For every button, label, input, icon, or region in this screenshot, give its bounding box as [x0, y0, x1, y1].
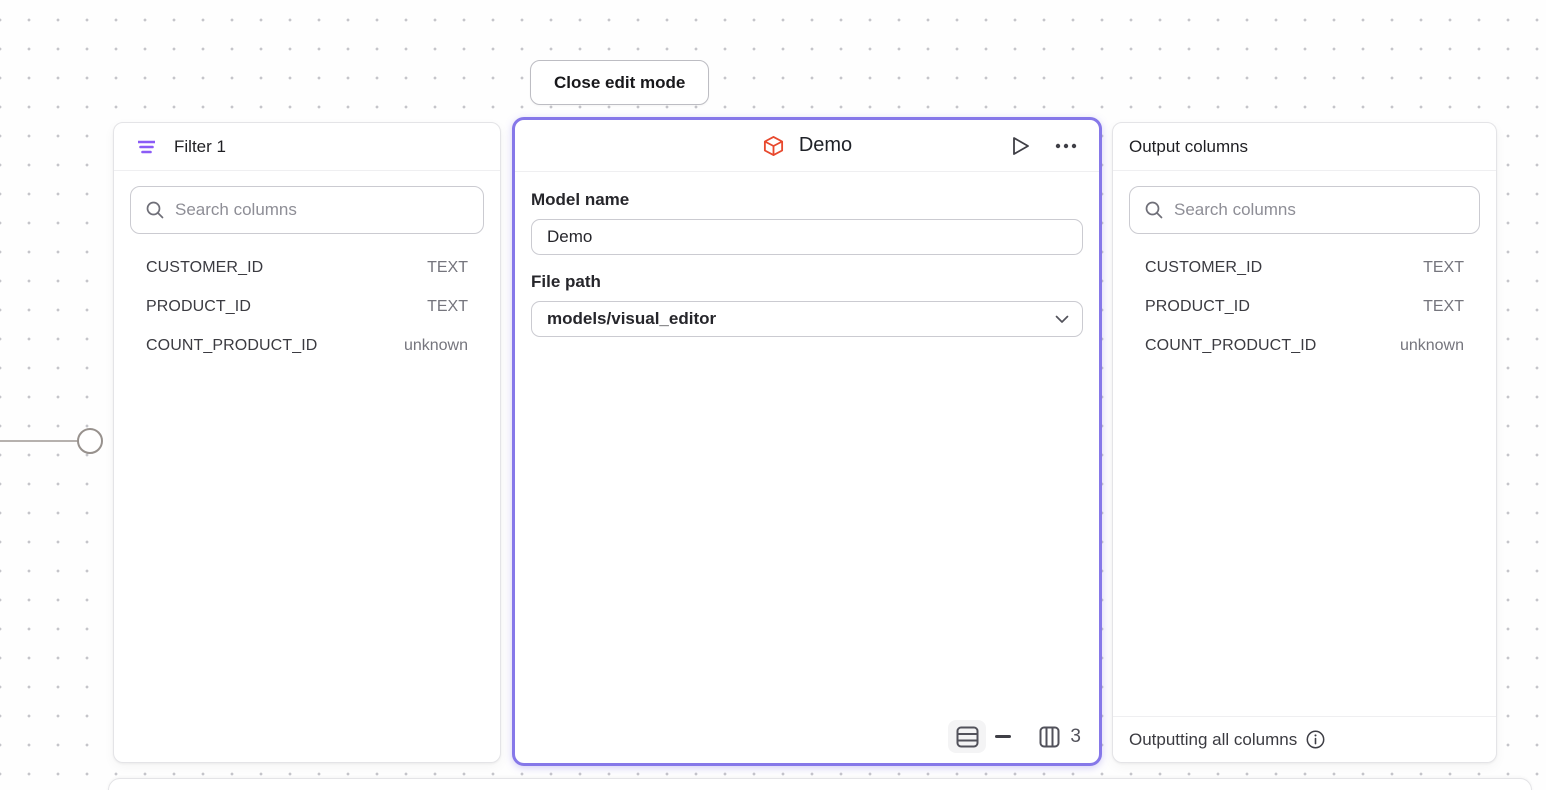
output-columns-header: Output columns [1113, 123, 1496, 171]
column-name: CUSTOMER_ID [146, 258, 264, 276]
output-column-list: CUSTOMER_ID TEXT PRODUCT_ID TEXT COUNT_P… [1129, 248, 1480, 365]
filter-icon [138, 140, 155, 154]
info-icon[interactable] [1306, 730, 1325, 749]
output-columns-panel: Output columns CUSTOMER_ID TEXT PRODUCT_… [1112, 122, 1497, 763]
column-name: COUNT_PRODUCT_ID [146, 336, 318, 354]
table-columns-icon [1039, 726, 1060, 748]
column-type: TEXT [427, 258, 468, 276]
model-stats-bar: 3 [948, 720, 1081, 753]
filter-node-title: Filter 1 [174, 136, 226, 156]
outputting-all-columns-text: Outputting all columns [1129, 729, 1298, 749]
column-type: TEXT [427, 297, 468, 315]
column-row[interactable]: COUNT_PRODUCT_ID unknown [130, 326, 484, 365]
file-path-label: File path [531, 272, 601, 291]
model-node-title: Demo [798, 134, 853, 156]
model-name-label: Model name [531, 190, 630, 209]
output-columns-title: Output columns [1129, 136, 1249, 156]
chevron-down-icon [1055, 315, 1069, 324]
column-row[interactable]: PRODUCT_ID TEXT [1129, 287, 1480, 326]
filter-search-box[interactable] [130, 186, 484, 234]
model-name-input[interactable] [531, 219, 1083, 255]
bottom-results-panel[interactable] [108, 778, 1532, 790]
output-columns-footer: Outputting all columns [1113, 716, 1496, 762]
column-name: PRODUCT_ID [1145, 297, 1251, 315]
connector-handle[interactable] [77, 428, 103, 454]
connector-edge[interactable] [0, 440, 78, 442]
run-model-button[interactable] [1008, 133, 1033, 159]
column-count-value: 3 [1070, 725, 1081, 747]
ellipsis-icon [1055, 143, 1077, 149]
search-icon [1144, 200, 1164, 220]
filter-column-list: CUSTOMER_ID TEXT PRODUCT_ID TEXT COUNT_P… [130, 248, 484, 365]
filter-search-input[interactable] [175, 200, 469, 220]
column-type: TEXT [1423, 297, 1464, 315]
column-type: TEXT [1423, 258, 1464, 276]
close-edit-mode-button[interactable]: Close edit mode [530, 60, 710, 105]
column-row[interactable]: CUSTOMER_ID TEXT [130, 248, 484, 287]
column-row[interactable]: CUSTOMER_ID TEXT [1129, 248, 1480, 287]
model-node-header: Demo [515, 120, 1099, 172]
model-cube-icon [762, 134, 785, 158]
filter-node-panel[interactable]: Filter 1 CUSTOMER_ID TEXT PRODUCT_ID TEX… [113, 122, 501, 763]
output-search-input[interactable] [1174, 200, 1465, 220]
column-row[interactable]: PRODUCT_ID TEXT [130, 287, 484, 326]
column-type: unknown [1399, 336, 1464, 354]
more-options-button[interactable] [1053, 141, 1079, 151]
play-icon [1010, 135, 1031, 157]
filter-node-header: Filter 1 [114, 123, 500, 171]
column-name: CUSTOMER_ID [1145, 258, 1263, 276]
search-icon [145, 200, 165, 220]
row-count-button[interactable] [948, 720, 987, 753]
column-name: PRODUCT_ID [146, 297, 252, 315]
column-type: unknown [403, 336, 468, 354]
output-search-box[interactable] [1129, 186, 1480, 234]
model-node-panel[interactable]: Demo Model name [512, 117, 1102, 766]
file-path-value: models/visual_editor [547, 309, 717, 328]
column-name: COUNT_PRODUCT_ID [1145, 336, 1317, 354]
file-path-select[interactable]: models/visual_editor [531, 301, 1083, 337]
table-rows-icon [956, 726, 979, 748]
row-count-value [995, 735, 1012, 738]
column-row[interactable]: COUNT_PRODUCT_ID unknown [1129, 326, 1480, 365]
